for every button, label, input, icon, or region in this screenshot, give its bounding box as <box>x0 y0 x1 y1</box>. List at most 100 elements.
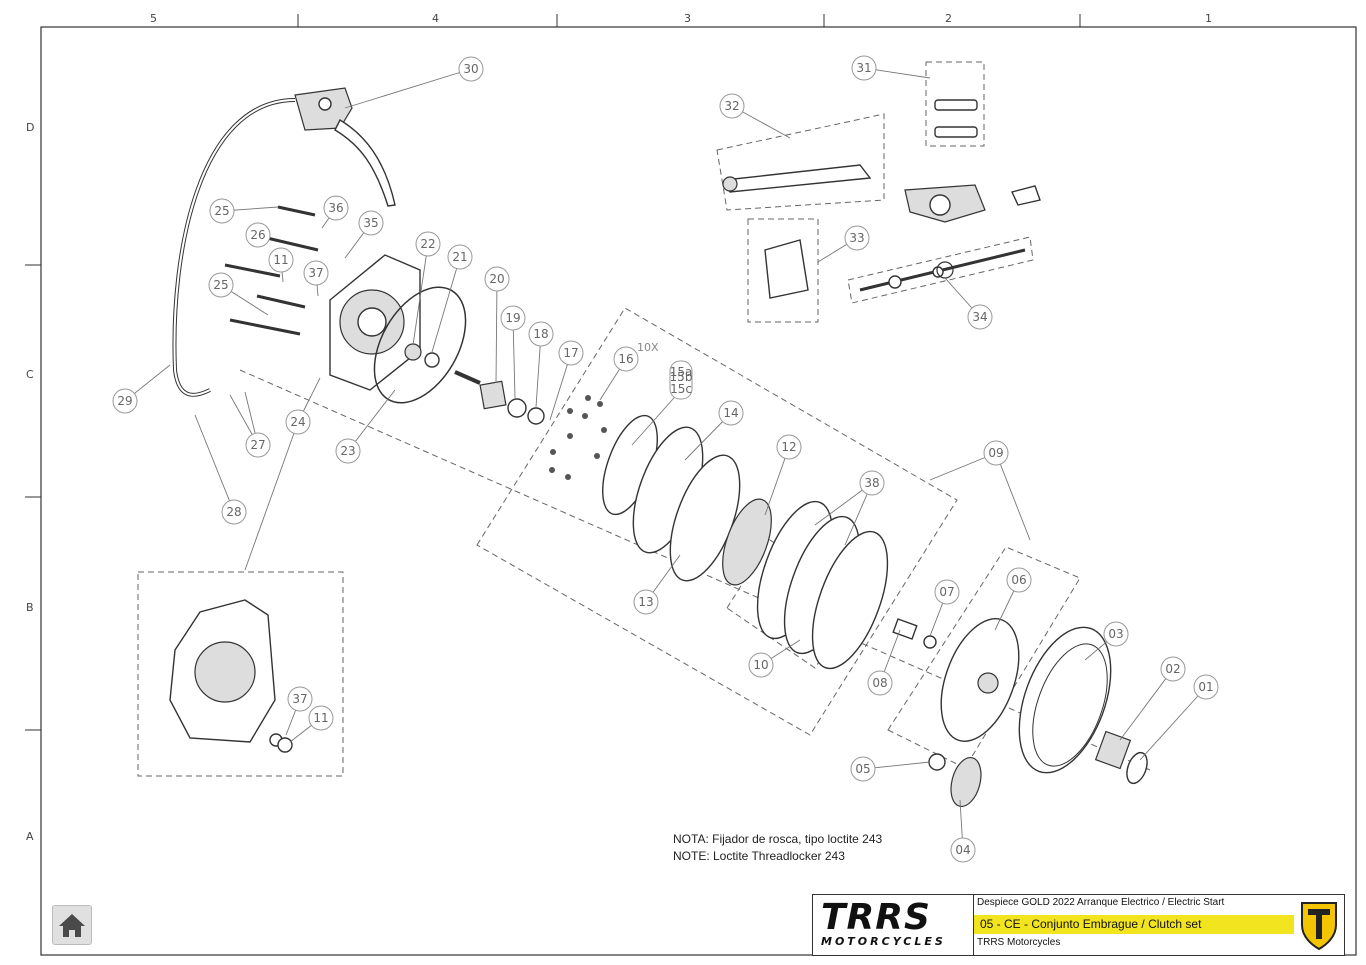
clutch-plates <box>602 414 889 670</box>
callout-15a: 15a <box>670 365 693 379</box>
gear-spacer <box>928 753 946 771</box>
trrs-logo: TRRS MOTORCYCLES <box>813 895 974 955</box>
svg-text:01: 01 <box>1198 680 1213 694</box>
quantity-note: 10X <box>637 341 659 354</box>
callout-23: 23 <box>335 438 361 464</box>
svg-text:37: 37 <box>292 692 307 706</box>
svg-text:26: 26 <box>250 228 265 242</box>
callout-01: 01 <box>1193 674 1219 700</box>
grid-col-label: 4 <box>432 12 439 25</box>
hub-washers <box>892 618 937 649</box>
grid-ticks <box>25 14 1081 731</box>
callout-32: 32 <box>719 93 745 119</box>
svg-text:31: 31 <box>856 61 871 75</box>
side-cover-detail <box>169 599 293 753</box>
callout-38: 38 <box>859 470 885 496</box>
callout-03: 03 <box>1103 621 1129 647</box>
note-line-es: NOTA: Fijador de rosca, tipo loctite 243 <box>673 832 883 846</box>
callout-18: 18 <box>528 321 554 347</box>
grid-col-label: 2 <box>945 12 952 25</box>
callouts: 010203040506070809101112131415a15b15c161… <box>112 55 1219 863</box>
callout-34: 34 <box>967 304 993 330</box>
inner-hub-center <box>977 672 999 694</box>
callout-09: 09 <box>983 440 1009 466</box>
svg-text:33: 33 <box>849 231 864 245</box>
title-description: Despiece GOLD 2022 Arranque Electrico / … <box>977 897 1225 908</box>
needle-bearing <box>1094 730 1132 770</box>
callout-35: 35 <box>358 210 384 236</box>
note-line-en: NOTE: Loctite Threadlocker 243 <box>673 849 845 863</box>
callout-25: 25 <box>208 272 234 298</box>
callout-26: 26 <box>245 222 271 248</box>
clutch-cover <box>329 254 421 391</box>
cover-bolts <box>224 205 319 336</box>
svg-text:15c: 15c <box>670 382 692 396</box>
grid-row-label: D <box>26 121 34 134</box>
callout-37: 37 <box>287 686 313 712</box>
callout-05: 05 <box>850 756 876 782</box>
grid-row-label: B <box>26 601 34 614</box>
callout-22: 22 <box>415 231 441 257</box>
svg-text:12: 12 <box>781 440 796 454</box>
pushrod-bearings <box>404 343 545 425</box>
svg-text:30: 30 <box>463 62 478 76</box>
slave-cylinder-assembly <box>722 99 1041 299</box>
callout-27: 27 <box>245 432 271 458</box>
grid-row-label: C <box>26 368 34 381</box>
callout-21: 21 <box>447 244 473 270</box>
logo-wordmark: TRRS <box>821 897 931 938</box>
callout-31: 31 <box>851 55 877 81</box>
svg-text:15b: 15b <box>670 370 693 384</box>
svg-text:24: 24 <box>290 415 305 429</box>
title-company: TRRS Motorcycles <box>977 937 1061 948</box>
svg-text:25: 25 <box>213 278 228 292</box>
clutch-master-cylinder <box>294 87 396 207</box>
logo-subtitle: MOTORCYCLES <box>821 935 946 948</box>
svg-text:19: 19 <box>505 311 520 325</box>
thrust-washer <box>1126 751 1148 785</box>
svg-text:04: 04 <box>955 843 970 857</box>
svg-text:23: 23 <box>340 444 355 458</box>
callout-19: 19 <box>500 305 526 331</box>
svg-text:17: 17 <box>563 346 578 360</box>
callout-17: 17 <box>558 340 584 366</box>
svg-text:29: 29 <box>117 394 132 408</box>
svg-text:14: 14 <box>723 406 738 420</box>
grid-row-label: A <box>26 830 34 843</box>
svg-text:06: 06 <box>1011 573 1026 587</box>
assembly-axis <box>239 369 1151 771</box>
svg-text:35: 35 <box>363 216 378 230</box>
home-button[interactable] <box>52 905 92 945</box>
hydraulic-hose-inner <box>173 99 296 396</box>
svg-text:02: 02 <box>1165 662 1180 676</box>
svg-text:18: 18 <box>533 327 548 341</box>
svg-text:34: 34 <box>972 310 987 324</box>
title-block: TRRS MOTORCYCLES Despiece GOLD 2022 Arra… <box>812 894 1297 956</box>
callout-14: 14 <box>718 400 744 426</box>
callout-08: 08 <box>867 670 893 696</box>
svg-text:28: 28 <box>226 505 241 519</box>
svg-text:16: 16 <box>618 352 633 366</box>
callout-28: 28 <box>221 499 247 525</box>
svg-text:21: 21 <box>452 250 467 264</box>
title-section: 05 - CE - Conjunto Embrague / Clutch set <box>974 915 1297 934</box>
clutch-basket <box>1018 626 1112 774</box>
pressure-plate-screws <box>549 395 607 480</box>
callout-12: 12 <box>776 434 802 460</box>
callout-33: 33 <box>844 225 870 251</box>
trrs-shield-icon <box>1301 902 1337 951</box>
callout-11: 11 <box>308 705 334 731</box>
callout-04: 04 <box>950 837 976 863</box>
svg-text:22: 22 <box>420 237 435 251</box>
group-outlines <box>137 61 1081 777</box>
callout-29: 29 <box>112 388 138 414</box>
callout-16: 16 <box>613 346 639 372</box>
callout-02: 02 <box>1160 656 1186 682</box>
clutch-basket-inner <box>1032 643 1108 767</box>
callout-07: 07 <box>934 579 960 605</box>
svg-text:27: 27 <box>250 438 265 452</box>
grid-col-label: 5 <box>150 12 157 25</box>
callout-15-group <box>669 360 693 400</box>
grid-col-label: 1 <box>1205 12 1212 25</box>
